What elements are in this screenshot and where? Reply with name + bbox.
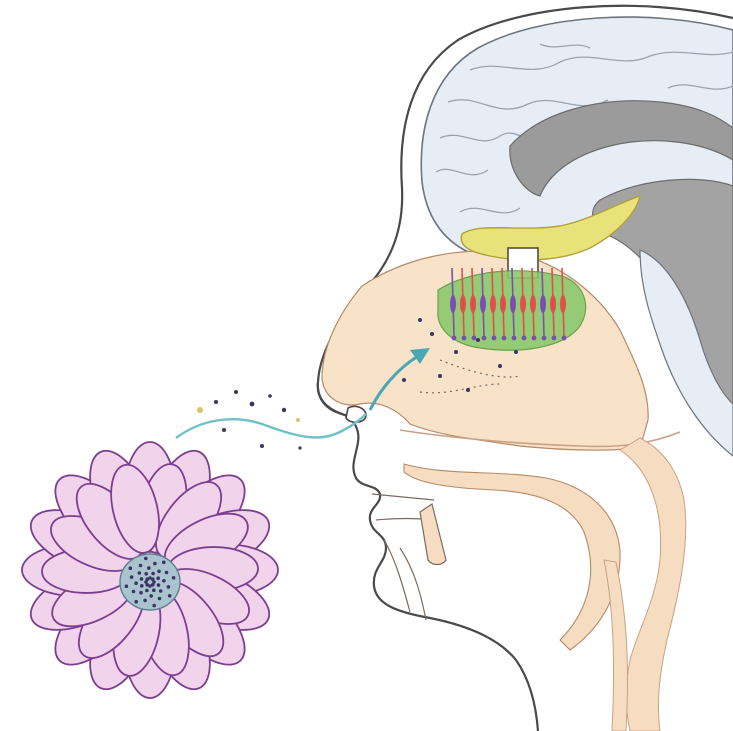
receptor-cilia-tip — [462, 336, 467, 341]
receptor-cell-body — [550, 295, 556, 313]
receptor-cilia-tip — [472, 336, 477, 341]
throat-passage — [620, 438, 686, 731]
odor-particle — [268, 394, 272, 398]
receptor-cilia-tip — [492, 336, 497, 341]
flower-seed — [165, 571, 169, 575]
flower-seed — [162, 561, 166, 565]
odor-particle — [466, 388, 470, 392]
flower-seed — [159, 589, 163, 593]
odor-particle — [454, 350, 458, 354]
receptor-cilia-tip — [532, 336, 537, 341]
receptor-cell-body — [460, 295, 466, 313]
flower-seed — [140, 584, 144, 588]
flower-seed — [139, 564, 143, 568]
receptor-cilia-tip — [452, 336, 457, 341]
flower-seed — [157, 570, 161, 574]
receptor-cilia-tip — [542, 336, 547, 341]
receptor-cilia-tip — [522, 336, 527, 341]
flower-seed — [139, 591, 143, 595]
flower-seed — [149, 594, 153, 598]
receptor-cell-body — [500, 295, 506, 313]
receptor-cilia-tip — [482, 336, 487, 341]
odor-particle — [296, 418, 300, 422]
odor-particle — [402, 378, 406, 382]
odor-particle — [260, 444, 264, 448]
flower-seed — [145, 589, 149, 593]
head-cross-section — [318, 6, 733, 731]
flower-seed — [151, 572, 155, 576]
flower-seed — [140, 577, 144, 581]
flower-seed — [129, 566, 133, 570]
flower-seed — [138, 571, 142, 575]
odor-stream-line — [176, 414, 366, 438]
flower-seed — [132, 590, 136, 594]
receptor-cell-body — [540, 295, 546, 313]
odor-particle — [222, 428, 226, 432]
flower-seed — [134, 600, 138, 604]
flower-seed — [167, 585, 171, 589]
flower-seed — [152, 588, 156, 592]
receptor-cell-body — [490, 295, 496, 313]
flower-seed — [144, 557, 148, 561]
flower-seed — [143, 599, 147, 603]
odor-particle — [438, 374, 442, 378]
receptor-cell-body — [520, 295, 526, 313]
daisy-flower — [22, 442, 278, 698]
receptor-cell-body — [530, 295, 536, 313]
flower-seed — [153, 562, 157, 566]
receptor-cilia-tip — [512, 336, 517, 341]
odor-particle — [498, 364, 502, 368]
receptor-cell-body — [450, 295, 456, 313]
receptor-cilia-tip — [562, 336, 567, 341]
odor-particle — [418, 318, 422, 322]
flower-seed — [152, 604, 156, 608]
flower-seed — [158, 597, 162, 601]
receptor-cilia-tip — [502, 336, 507, 341]
odor-particle — [430, 332, 434, 336]
flower-seed — [156, 576, 160, 580]
odor-particle — [298, 446, 301, 449]
odor-particle — [250, 402, 255, 407]
flower-seed — [134, 581, 138, 585]
odor-particle — [214, 400, 218, 404]
flower-seed — [125, 584, 129, 588]
flower-seed — [162, 579, 166, 583]
flower-seed — [147, 566, 151, 570]
odor-particle — [234, 390, 238, 394]
flower-seed — [144, 572, 148, 576]
odor-particle — [476, 338, 480, 342]
odor-particle — [197, 407, 203, 413]
receptor-cell-body — [510, 295, 516, 313]
flower-seed — [157, 583, 161, 587]
flower-seed — [130, 575, 134, 579]
flower-center — [120, 554, 180, 610]
odor-particle — [282, 408, 286, 412]
flower-seed — [168, 594, 172, 598]
receptor-cell-body — [560, 295, 566, 313]
flower-seed — [172, 576, 176, 580]
receptor-cell-body — [470, 295, 476, 313]
odor-particle — [514, 350, 518, 354]
receptor-cell-body — [480, 295, 486, 313]
flower-seed — [151, 577, 155, 581]
nostril — [346, 406, 366, 422]
receptor-cilia-tip — [552, 336, 557, 341]
